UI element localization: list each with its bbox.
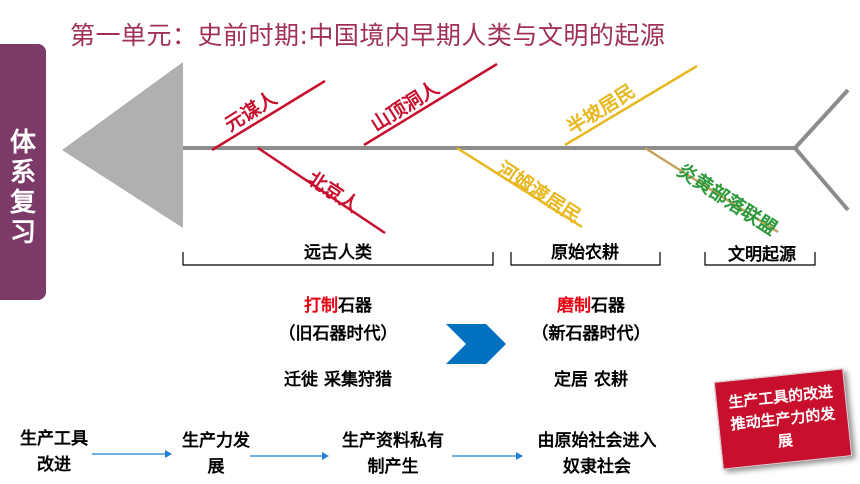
bracket-wenming — [704, 252, 816, 266]
callout-text: 生产工具的改进推动生产力的发展 — [727, 382, 837, 451]
left-tool-emphasis: 打制 — [304, 296, 338, 316]
left-tool: 打制石器 — [283, 292, 393, 320]
rib-line-yanhuang — [644, 146, 779, 234]
chain-step-private-ownership: 生产资料私有制产生 — [342, 431, 444, 477]
category-yuangu: 远古人类 — [304, 243, 372, 263]
chain-step-productivity: 生产力发展 — [182, 431, 250, 477]
right-tool: 磨制石器 — [536, 292, 646, 320]
fish-head — [62, 62, 183, 228]
rib-line-banpo — [564, 64, 698, 147]
sidebar-tab — [0, 44, 46, 300]
rib-line-yuanmou — [211, 79, 326, 152]
sidebar-label: 体系复习 — [9, 128, 36, 248]
chain-step-slave-society: 由原始社会进入奴隶社会 — [537, 431, 657, 477]
bracket-nonggeng — [510, 252, 661, 266]
rib-line-hemudu — [456, 146, 583, 229]
right-life: 定居 农耕 — [554, 370, 628, 390]
category-wenming: 文明起源 — [728, 245, 796, 265]
right-era: （新石器时代） — [531, 324, 651, 344]
left-tool-rest: 石器 — [338, 296, 372, 316]
rib-line-peking — [257, 146, 386, 235]
category-nonggeng: 原始农耕 — [551, 243, 619, 263]
chain-step-tools: 生产工具改进 — [20, 429, 88, 475]
arrow-right-icon — [165, 450, 172, 458]
rib-line-shandingdong — [363, 62, 498, 147]
right-tool-emphasis: 磨制 — [557, 296, 591, 316]
right-tool-rest: 石器 — [591, 296, 625, 316]
bracket-yuangu — [182, 252, 494, 266]
left-era: （旧石器时代） — [278, 324, 398, 344]
fish-tail-lower — [793, 146, 850, 212]
left-life: 迁徙 采集狩猎 — [284, 370, 392, 390]
arrow-right-icon — [516, 452, 523, 460]
callout-card: 生产工具的改进推动生产力的发展 — [713, 368, 853, 470]
fish-tail-upper — [793, 88, 850, 150]
arrow-right-icon — [322, 452, 329, 460]
chevron-arrow-icon — [446, 324, 506, 364]
slide-title: 第一单元：史前时期:中国境内早期人类与文明的起源 — [70, 21, 666, 50]
